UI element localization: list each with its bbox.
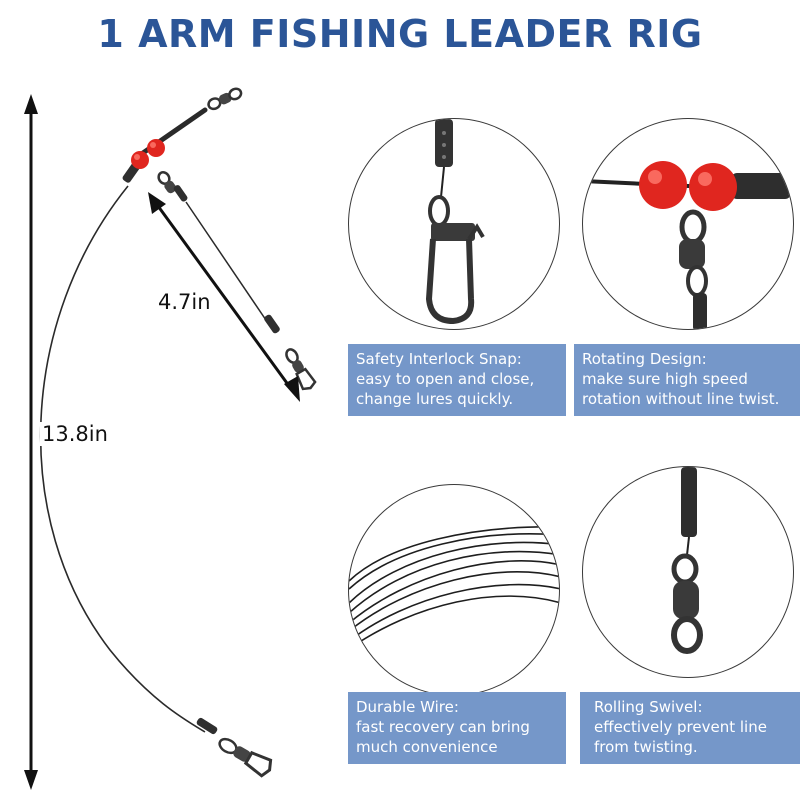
feature-line: much convenience (356, 738, 498, 756)
page-title: 1 ARM FISHING LEADER RIG (97, 12, 703, 56)
rig-illustration (24, 87, 317, 790)
feature-line: make sure high speed (582, 370, 748, 388)
wire-detail-image (348, 484, 560, 696)
swivel-detail-image (582, 466, 794, 678)
barrel-swivel-icon (207, 87, 243, 111)
feature-heading: Rolling Swivel: (594, 698, 703, 716)
feature-heading: Durable Wire: (356, 698, 459, 716)
feature-line: effectively prevent line (594, 718, 767, 736)
red-bead-icon (131, 139, 165, 169)
feature-caption-swivel: Rolling Swivel: effectively prevent line… (580, 692, 800, 764)
feature-caption-wire: Durable Wire: fast recovery can bring mu… (348, 692, 566, 764)
arm-dimension-arrow-icon (148, 192, 300, 402)
feature-caption-rotating: Rotating Design: make sure high speed ro… (574, 344, 800, 416)
feature-line: easy to open and close, (356, 370, 535, 388)
leader-wire-icon (39, 185, 206, 733)
snap-detail-image (348, 118, 560, 330)
arm-length-label: 4.7in (156, 290, 213, 314)
vertical-dimension-arrow-icon (24, 94, 38, 790)
feature-heading: Rotating Design: (582, 350, 707, 368)
rotating-detail-image (582, 118, 794, 330)
feature-caption-snap: Safety Interlock Snap: easy to open and … (348, 344, 566, 416)
feature-line: fast recovery can bring (356, 718, 530, 736)
total-length-label: 13.8in (40, 422, 110, 446)
feature-line: change lures quickly. (356, 390, 514, 408)
interlock-snap-icon (218, 737, 273, 778)
feature-line: from twisting. (594, 738, 698, 756)
feature-heading: Safety Interlock Snap: (356, 350, 522, 368)
feature-line: rotation without line twist. (582, 390, 780, 408)
